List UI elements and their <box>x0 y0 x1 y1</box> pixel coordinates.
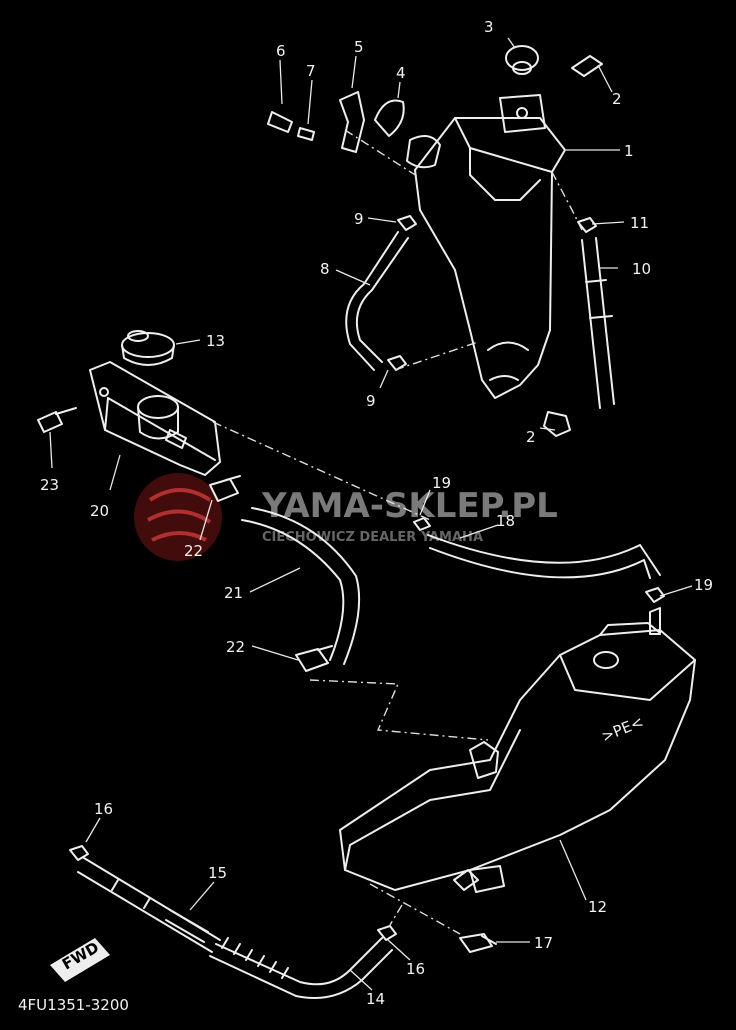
callout-19-right: 19 <box>694 576 713 594</box>
bolt-part-17 <box>459 933 497 953</box>
watermark-subtitle: CIECHOWICZ DEALER YAMAHA <box>262 530 483 545</box>
watermark: YAMA-SKLEP.PL CIECHOWICZ DEALER YAMAHA <box>134 473 558 561</box>
callout-10: 10 <box>632 260 651 278</box>
callout-19-left: 19 <box>432 474 451 492</box>
routing-lines <box>212 129 583 935</box>
fitting-part-12-outlet <box>453 869 479 891</box>
clip-part-9-top <box>397 215 417 231</box>
callout-6: 6 <box>276 42 286 60</box>
clip-part-9-bottom <box>387 355 407 371</box>
callout-4: 4 <box>396 64 406 82</box>
clip-part-4 <box>374 99 405 137</box>
reservoir-small-parts <box>267 45 603 437</box>
bolt-part-6 <box>267 111 293 133</box>
clip-part-19-left <box>413 517 431 531</box>
watermark-logo-icon <box>134 473 222 561</box>
callout-7: 7 <box>306 62 316 80</box>
callout-21: 21 <box>224 584 243 602</box>
part-code-label: 4FU1351-3200 <box>18 996 129 1014</box>
callout-20: 20 <box>90 502 109 520</box>
callout-1: 1 <box>624 142 634 160</box>
hose-part-14 <box>209 937 393 999</box>
callout-13: 13 <box>206 332 225 350</box>
callout-15: 15 <box>208 864 227 882</box>
clamp-part-22-top <box>209 475 241 502</box>
bolt-part-2-bottom <box>543 411 571 437</box>
bolt-part-23 <box>37 407 77 433</box>
upper-reservoir-tank <box>406 94 566 399</box>
filler-neck-part-20 <box>89 361 221 476</box>
clip-part-11 <box>577 217 597 233</box>
hose-part-10 <box>581 237 615 409</box>
callout-11: 11 <box>630 214 649 232</box>
washer-part-7 <box>297 127 315 141</box>
fwd-arrow-icon: FWD <box>50 938 110 982</box>
callout-8: 8 <box>320 260 330 278</box>
clip-part-16-right <box>377 925 397 941</box>
callout-12: 12 <box>588 898 607 916</box>
callout-16-right: 16 <box>406 960 425 978</box>
callout-22-bottom: 22 <box>226 638 245 656</box>
bolt-part-2-top <box>571 55 603 77</box>
clip-part-16-left <box>69 845 89 861</box>
grommet-part-3 <box>505 45 539 71</box>
callout-2-top: 2 <box>612 90 622 108</box>
callout-9-bottom: 9 <box>366 392 376 410</box>
callout-17: 17 <box>534 934 553 952</box>
clip-part-19-right <box>645 587 665 603</box>
callout-18: 18 <box>496 512 515 530</box>
hose-part-21 <box>241 519 345 661</box>
callout-3: 3 <box>484 18 494 36</box>
leader-lines <box>49 37 693 991</box>
hose-part-18 <box>427 534 661 576</box>
watermark-brand: YAMA-SKLEP.PL <box>261 486 558 526</box>
callout-9-top: 9 <box>354 210 364 228</box>
breather-hose-part-15 <box>77 857 221 953</box>
callout-numbers: 1 2 2 3 4 5 6 7 8 9 9 10 11 12 13 14 15 … <box>40 18 713 1008</box>
callout-2-bottom: 2 <box>526 428 536 446</box>
bracket-part-5 <box>339 91 365 153</box>
lower-reservoir-tank-part-12: >PE< <box>339 607 696 893</box>
tank-marking-pe: >PE< <box>599 713 646 746</box>
callout-16-left: 16 <box>94 800 113 818</box>
callout-23: 23 <box>40 476 59 494</box>
radiator-cap-part-13 <box>121 330 175 366</box>
callout-14: 14 <box>366 990 385 1008</box>
callout-22-top: 22 <box>184 542 203 560</box>
clamp-part-22-bottom <box>295 645 333 672</box>
hose-part-8 <box>356 237 409 363</box>
callout-5: 5 <box>354 38 364 56</box>
